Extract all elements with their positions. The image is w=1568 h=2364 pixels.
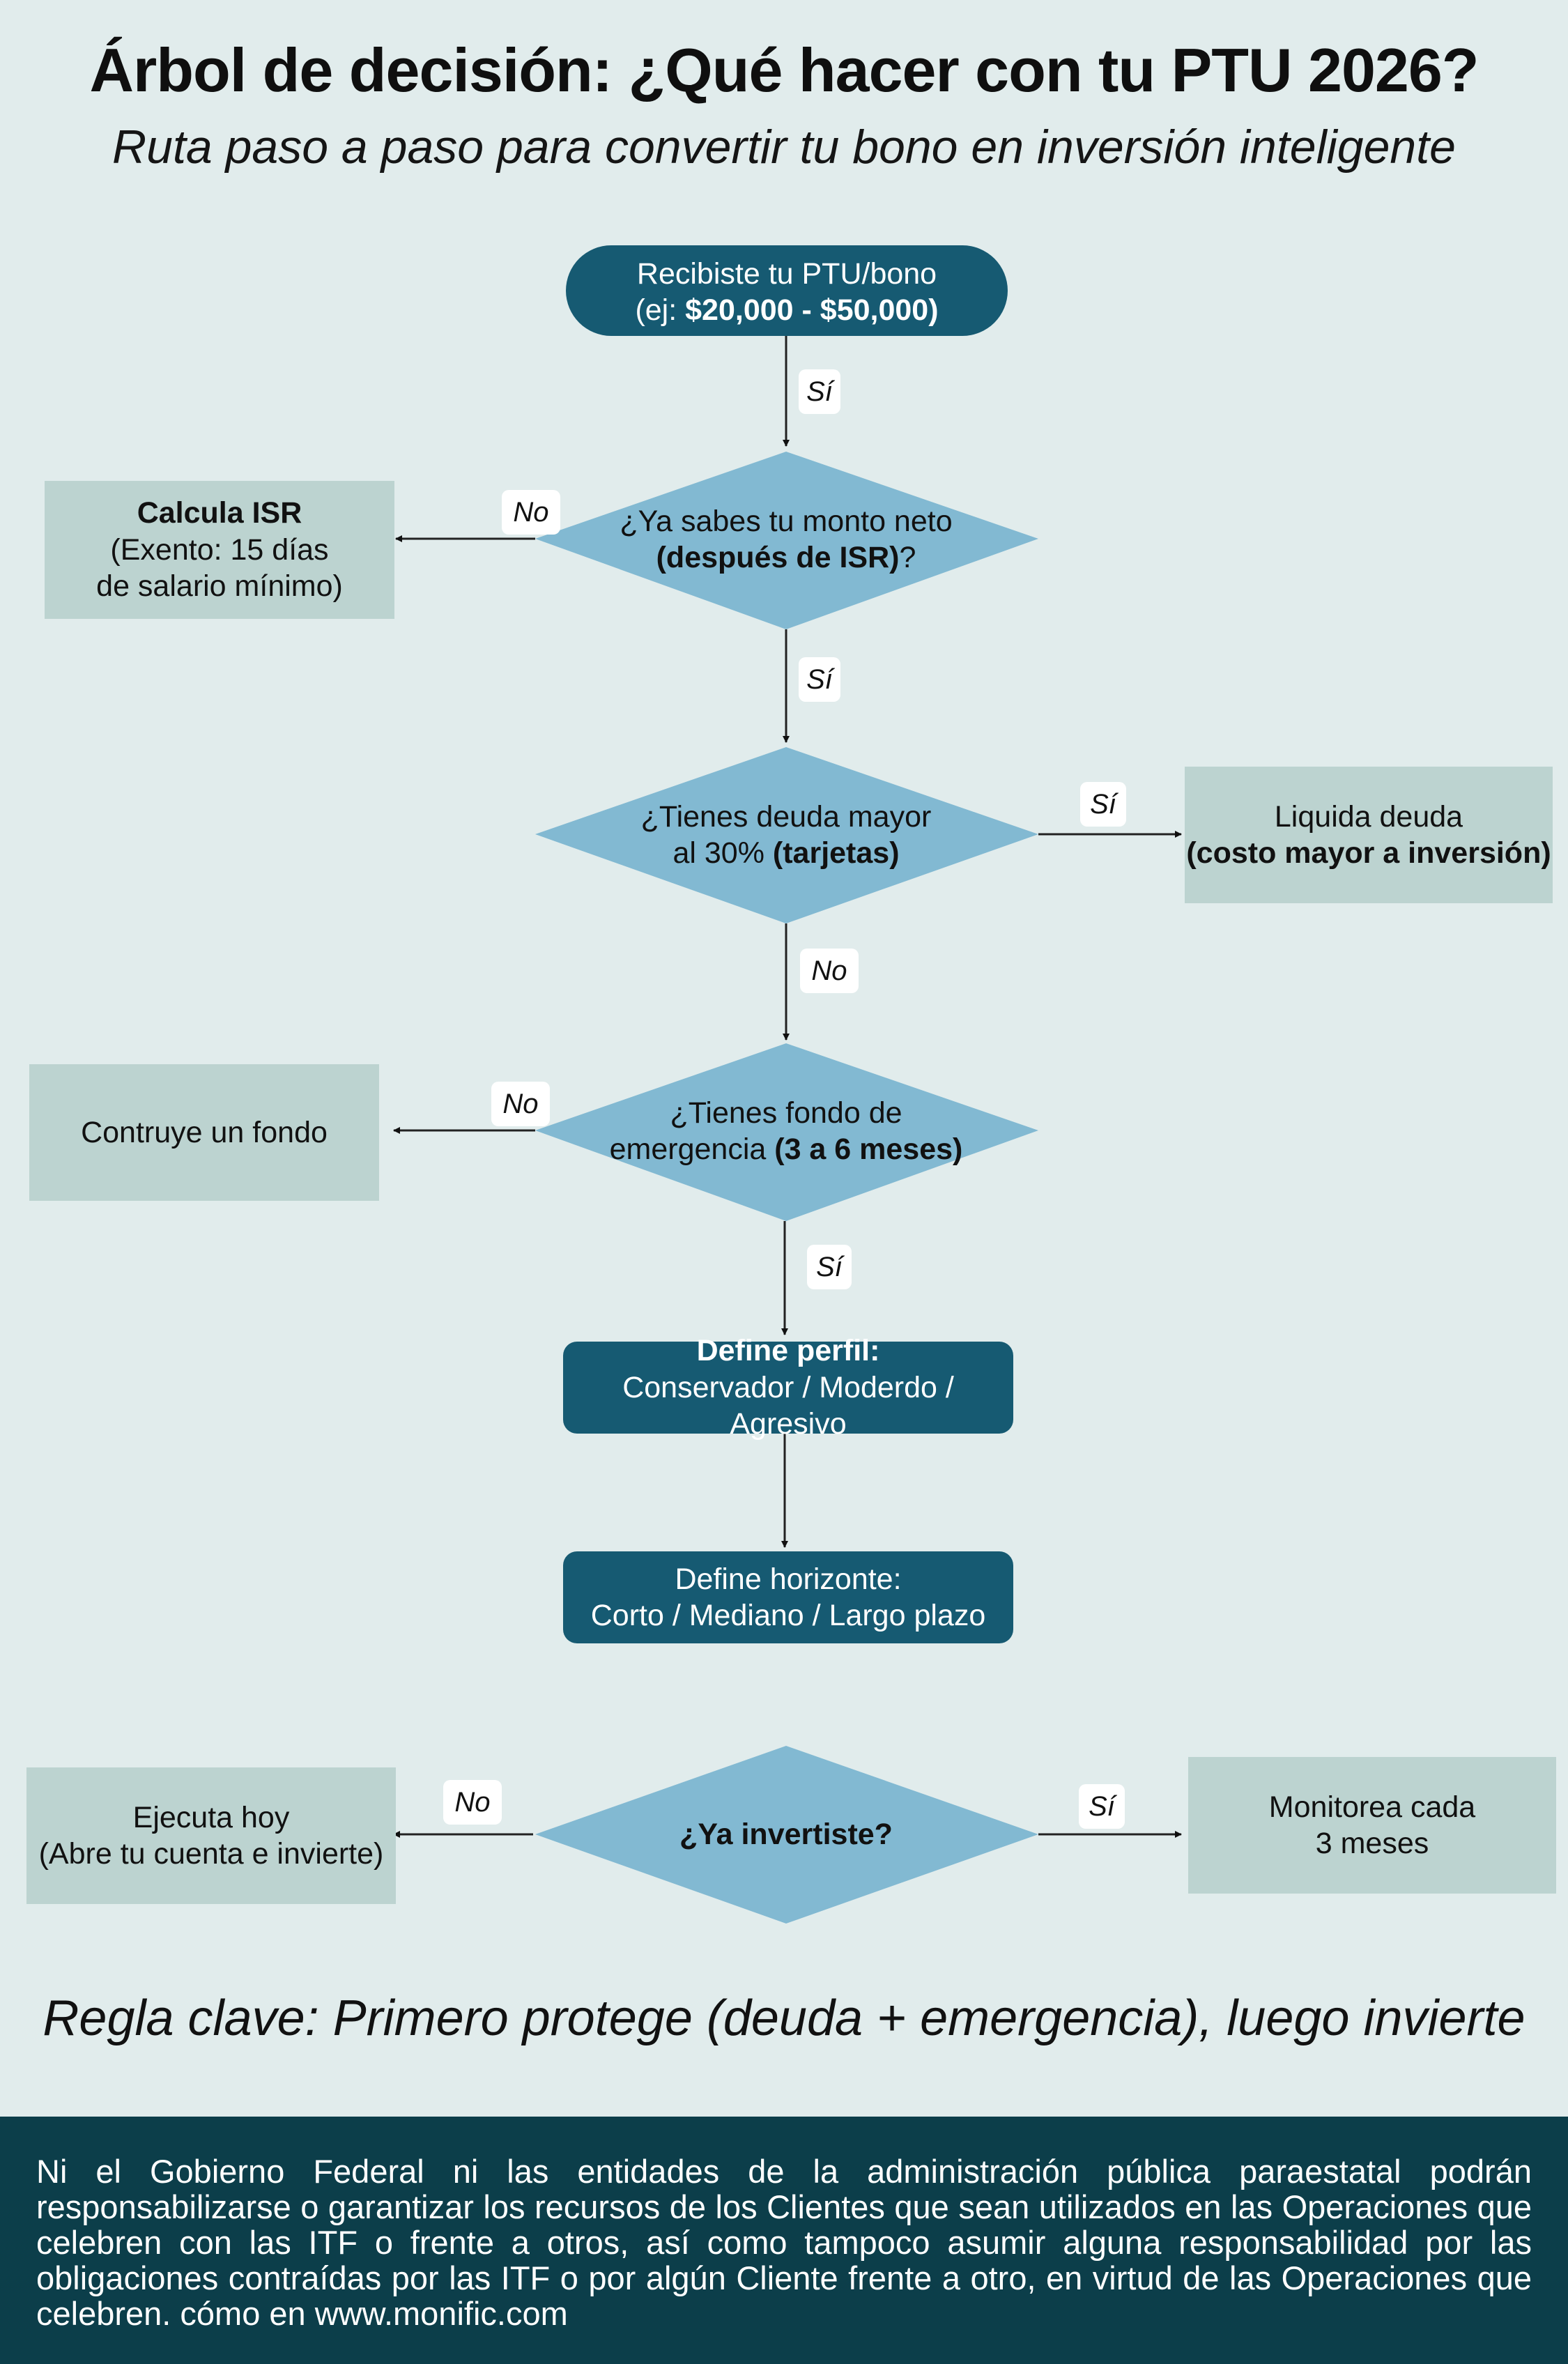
decision-diamond-debt [535,747,1038,923]
label-si-invested: Sí [1079,1784,1125,1829]
pay-debt-line2-bold: (costo mayor a inversión) [1186,836,1551,870]
define-profile-title: Define perfil: [697,1333,880,1369]
decision-net-line2-post: ? [899,541,916,574]
label-no-net: No [502,490,560,535]
build-fund-line1: Contruye un fondo [81,1115,328,1149]
label-si-fund: Sí [807,1245,852,1289]
key-rule-text: Regla clave: Primero protege (deuda + em… [43,1990,1525,2046]
monitor-line2: 3 meses [1315,1827,1429,1860]
label-si-start: Sí [799,369,840,414]
page-subtitle: Ruta paso a paso para convertir tu bono … [112,121,1456,174]
calculate-isr-box: Calcula ISR (Exento: 15 días de salario … [45,481,394,619]
execute-box: Ejecuta hoy (Abre tu cuenta e invierte) [26,1767,396,1904]
decision-fund-line2-pre: emergencia [609,1133,775,1166]
decision-fund-text: ¿Tienes fondo de emergencia (3 a 6 meses… [585,1092,987,1170]
pay-debt-box: Liquida deuda (costo mayor a inversión) [1185,767,1553,903]
page-title: Árbol de decisión: ¿Qué hacer con tu PTU… [89,36,1479,105]
start-node-line2: (ej: $20,000 - $50,000) [635,292,938,328]
footer-band [0,2117,1568,2364]
pay-debt-line1: Liquida deuda [1274,799,1463,834]
decision-debt-line2-bold: (tarjetas) [772,836,900,870]
label-no-debt: No [800,949,859,993]
define-horizon-line1: Define horizonte: [675,1562,902,1596]
label-si-debt: Sí [1080,782,1126,827]
disclaimer-text: Ni el Gobierno Federal ni las entidades … [36,2153,1532,2332]
decision-fund-line2-bold: (3 a 6 meses) [774,1133,963,1166]
decision-fund-line1: ¿Tienes fondo de [670,1096,902,1130]
define-horizon-line2: Corto / Mediano / Largo plazo [590,1599,986,1632]
execute-line2: (Abre tu cuenta e invierte) [38,1837,384,1871]
calculate-isr-line3: de salario mínimo) [96,569,343,604]
calculate-isr-title: Calcula ISR [137,495,302,531]
execute-line1: Ejecuta hoy [132,1800,290,1834]
calculate-isr-line2: (Exento: 15 días [110,532,329,567]
decision-invested-line1: ¿Ya invertiste? [679,1816,893,1852]
start-node: Recibiste tu PTU/bono (ej: $20,000 - $50… [566,245,1008,336]
decision-invested-bold: ¿Ya invertiste? [679,1817,893,1851]
start-node-line2-pre: (ej: [635,293,686,327]
label-no-fund: No [491,1082,550,1126]
decision-diamond-invested [535,1746,1038,1924]
decision-net-line2: (después de ISR)? [656,539,916,576]
decision-debt-line2-pre: al 30% [672,836,773,870]
decision-debt-line2: al 30% (tarjetas) [672,835,899,871]
decision-fund-line2: emergencia (3 a 6 meses) [610,1131,963,1167]
decision-net-line2-bold: (después de ISR) [656,541,900,574]
decision-diamond-fund [535,1043,1038,1221]
define-profile-line2: Conservador / Moderdo / Agresivo [622,1370,954,1441]
label-no-invested: No [443,1780,502,1825]
label-si-net: Sí [799,657,840,702]
start-node-line1: Recibiste tu PTU/bono [636,256,937,291]
pay-debt-line2: (costo mayor a inversión) [1186,835,1551,871]
monitor-box: Monitorea cada 3 meses [1188,1757,1556,1894]
define-profile-title-bold: Define perfil: [696,1334,880,1368]
build-fund-box: Contruye un fondo [29,1064,379,1201]
monitor-line1: Monitorea cada [1268,1790,1476,1824]
start-node-line2-bold: $20,000 - $50,000) [685,293,939,327]
decision-invested-text: ¿Ya invertiste? [585,1812,987,1857]
decision-net-line1: ¿Ya sabes tu monto neto [620,504,953,538]
define-profile-node: Define perfil: Conservador / Moderdo / A… [563,1334,1013,1441]
define-horizon-node: Define horizonte: Corto / Mediano / Larg… [563,1551,1013,1643]
decision-debt-text: ¿Tienes deuda mayor al 30% (tarjetas) [585,796,987,874]
decision-diamond-net [535,452,1038,629]
decision-net-text: ¿Ya sabes tu monto neto (después de ISR)… [585,500,987,578]
decision-debt-line1: ¿Tienes deuda mayor [640,799,932,834]
calculate-isr-title-bold: Calcula ISR [137,496,302,530]
